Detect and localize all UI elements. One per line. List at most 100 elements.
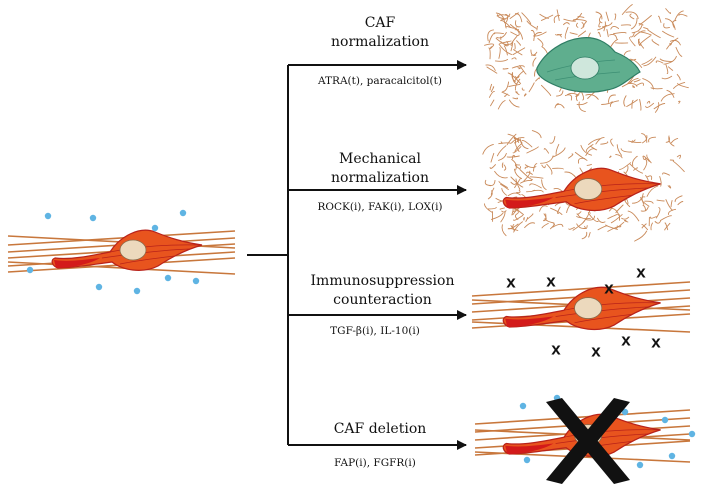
ecm-fiber [656, 208, 660, 219]
ecm-fiber [602, 23, 612, 27]
ecm-fiber [531, 30, 534, 36]
ecm-fiber [598, 218, 606, 222]
ecm-fiber [541, 156, 554, 164]
ecm-fiber [644, 57, 656, 66]
ecm-fiber [491, 153, 494, 162]
immune-x-marker: x [636, 262, 646, 281]
immune-x-marker: x [546, 271, 556, 290]
normalized-cell-nucleus [571, 57, 599, 79]
ecm-fiber [509, 84, 520, 86]
signal-dot [193, 278, 199, 284]
ecm-fiber [503, 69, 508, 70]
ecm-fiber [578, 31, 585, 36]
ecm-fiber [633, 156, 638, 165]
ecm-fiber [530, 184, 542, 188]
ecm-fiber [513, 98, 518, 99]
ecm-fiber [536, 78, 540, 81]
ecm-fiber [495, 60, 507, 62]
ecm-fiber [640, 99, 641, 110]
ecm-fiber [610, 156, 612, 157]
ecm-fiber [533, 58, 536, 66]
caf-cell-mechanical [503, 168, 660, 210]
ecm-fiber [664, 24, 670, 28]
ecm-fiber [489, 33, 495, 43]
ecm-fiber [520, 66, 526, 75]
ecm-fiber [540, 14, 549, 18]
ecm-fiber [675, 196, 682, 202]
branch4-title: CAF deletion [310, 420, 450, 439]
ecm-fiber [490, 84, 492, 90]
ecm-fiber [564, 23, 570, 25]
ecm-fiber [501, 142, 502, 144]
ecm-fiber [677, 155, 680, 158]
ecm-fiber [517, 41, 521, 46]
ecm-fiber [655, 221, 661, 224]
ecm-fiber [598, 32, 600, 36]
ecm-fiber [678, 202, 683, 205]
ecm-fiber [639, 32, 652, 35]
ecm-fiber [526, 218, 528, 222]
ecm-fiber [489, 91, 494, 97]
ecm-fiber [502, 189, 507, 196]
ecm-fiber [570, 33, 577, 35]
branch1-title-line1: CAF [310, 14, 450, 33]
ecm-fiber [663, 31, 674, 37]
ecm-fiber [527, 190, 535, 192]
branch2-title-line1: Mechanical [300, 150, 460, 169]
immune-x-marker: x [604, 278, 614, 297]
ecm-fiber [608, 214, 618, 218]
ecm-fiber [668, 186, 671, 188]
ecm-fiber [677, 74, 680, 80]
ecm-fiber [551, 208, 563, 214]
ecm-fiber [512, 58, 516, 59]
ecm-fiber [532, 52, 537, 55]
ecm-fiber [527, 147, 539, 153]
ecm-fiber [575, 152, 587, 160]
ecm-fiber [596, 12, 602, 19]
ecm-fiber [601, 142, 608, 144]
ecm-fiber [544, 149, 548, 154]
branch4-title-line1: CAF deletion [310, 420, 450, 439]
ecm-fiber [502, 163, 503, 168]
ecm-fiber [522, 13, 531, 24]
ecm-fiber [642, 59, 652, 65]
ecm-fiber [657, 200, 664, 201]
signal-dot [669, 453, 675, 459]
ecm-fiber [510, 25, 518, 30]
ecm-fiber [483, 144, 494, 154]
ecm-fiber [649, 137, 656, 142]
ecm-fiber [522, 88, 524, 90]
ecm-fiber [615, 14, 616, 20]
ecm-fiber [484, 204, 492, 213]
ecm-fiber [534, 33, 542, 41]
ecm-fiber [622, 5, 632, 15]
ecm-fiber [630, 38, 636, 46]
immune-x-marker: x [621, 330, 631, 349]
ecm-fiber [497, 146, 506, 156]
branch2-title: Mechanical normalization [300, 150, 460, 188]
ecm-fiber [611, 139, 614, 146]
branch3-title-line1: Immunosuppression [295, 272, 470, 291]
ecm-fiber [646, 103, 654, 107]
signal-dot [689, 431, 695, 437]
branch-connectors [247, 65, 466, 445]
ecm-fiber [540, 206, 548, 211]
ecm-fiber [671, 138, 677, 143]
ecm-fiber [537, 26, 538, 30]
ecm-fiber [489, 48, 490, 59]
signal-dot [180, 210, 186, 216]
ecm-fiber [542, 165, 546, 168]
ecm-fiber [652, 40, 659, 46]
ecm-fiber [555, 104, 558, 108]
caf-cell-origin [52, 230, 202, 270]
ecm-fiber [490, 180, 496, 185]
ecm-fiber [503, 82, 509, 92]
immune-x-marker: x [551, 339, 561, 358]
ecm-fiber [507, 26, 517, 28]
immune-x-marker: x [591, 341, 601, 360]
ecm-fiber [624, 220, 627, 222]
signal-dot [165, 275, 171, 281]
ecm-fiber [569, 227, 575, 229]
ecm-fiber [509, 100, 519, 107]
